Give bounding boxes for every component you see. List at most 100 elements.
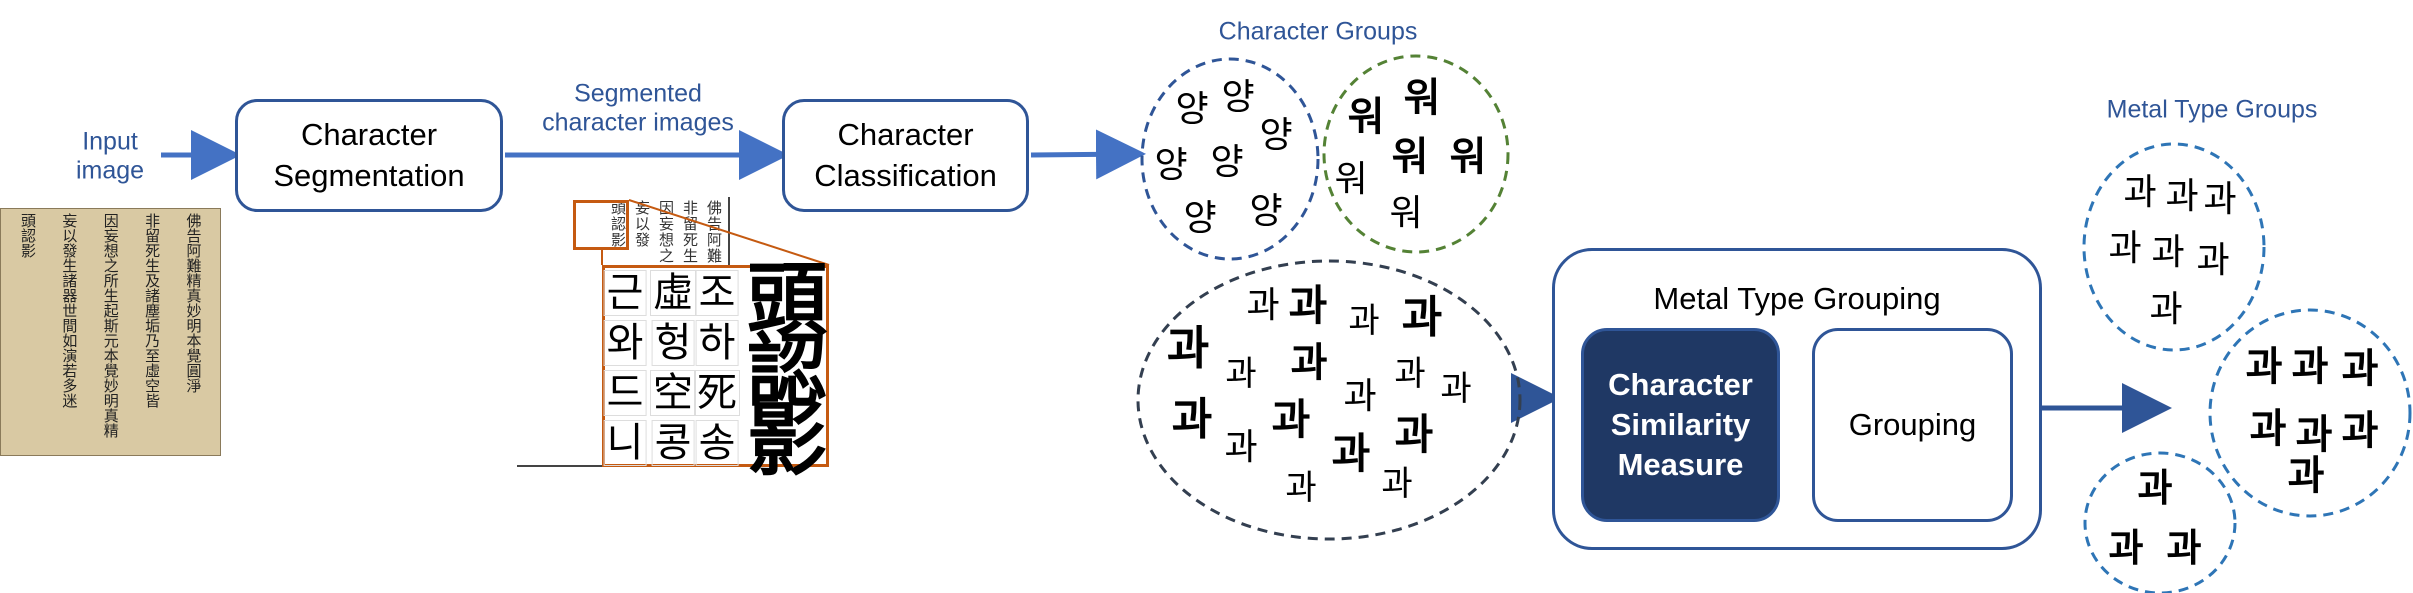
glyph-gwa: 과 [1271, 395, 1311, 444]
page-column: 佛告阿難 [705, 200, 723, 264]
glyph-gwa: 과 [1381, 464, 1413, 504]
scan-column: 佛告阿難精真妙明本覺圓淨 [184, 213, 203, 393]
glyph-gwa: 과 [1225, 354, 1257, 394]
glyph-gwa-metal-2: 과 [2245, 344, 2283, 390]
glyph-wi: 워 [1389, 193, 1423, 234]
glyph-gwa-metal-2: 과 [2291, 344, 2329, 390]
segmented-large-char: 認 [747, 324, 827, 418]
group-circle-wi [1322, 54, 1510, 254]
glyph-gwa: 과 [1224, 427, 1258, 468]
segmented-char: 空 [650, 370, 696, 416]
glyph-gwa-metal-1: 과 [2149, 289, 2183, 330]
group-circle-yang [1140, 57, 1320, 261]
glyph-gwa-metal-1: 과 [2203, 179, 2237, 220]
metal-group-circle-2 [2208, 308, 2412, 518]
glyph-gwa-metal-3: 과 [2166, 526, 2202, 570]
segmented-label-line2: character images [542, 108, 734, 136]
glyph-gwa-metal-1: 과 [2151, 232, 2185, 273]
glyph-wi: 워 [1347, 94, 1385, 140]
glyph-gwa: 과 [1246, 285, 1280, 326]
glyph-gwa: 과 [1171, 394, 1213, 445]
segmented-large-char: 影 [747, 393, 827, 487]
glyph-gwa-metal-2: 과 [2287, 453, 2325, 499]
similarity-line3: Measure [1617, 447, 1744, 483]
segmentation-line1: Character [300, 117, 438, 153]
grouping-box: Grouping [1812, 328, 2013, 522]
segmented-char: 근 [603, 270, 647, 316]
segmented-char: 와 [603, 320, 647, 366]
segmented-large-char: 頭 [747, 253, 827, 347]
segmentation-line2: Segmentation [273, 157, 465, 193]
glyph-gwa-metal-1: 과 [2123, 172, 2157, 213]
segmented-char: 虛 [650, 270, 696, 316]
glyph-gwa-metal-2: 과 [2341, 408, 2379, 454]
segmented-char: 헝 [651, 320, 695, 366]
glyph-gwa-metal-2: 과 [2341, 346, 2379, 392]
glyph-gwa-metal-1: 과 [2196, 240, 2230, 281]
glyph-yang: 양 [1210, 142, 1244, 183]
metal-group-circle-3 [2083, 451, 2237, 593]
segmented-char: 드 [603, 370, 647, 416]
glyph-gwa: 과 [1290, 340, 1328, 386]
glyph-gwa: 과 [1401, 292, 1443, 343]
glyph-wi: 워 [1391, 134, 1429, 180]
glyph-gwa: 과 [1166, 321, 1210, 375]
group-circle-gwa [1136, 259, 1522, 541]
glyph-yang: 양 [1259, 115, 1293, 156]
metal-type-grouping-title: Metal Type Grouping [1653, 281, 1941, 316]
page-column: 非留死生 [681, 200, 699, 264]
glyph-gwa-metal-3: 과 [2137, 466, 2173, 510]
glyph-gwa: 과 [1394, 410, 1434, 459]
arrow-classification-to-groups [1030, 129, 1146, 180]
scan-column: 妄以發生諸器世間如演若多迷 [60, 213, 79, 408]
scan-column: 非留死生及諸塵垢乃至虛空皆 [143, 213, 162, 408]
glyph-gwa-metal-2: 과 [2295, 412, 2333, 458]
input-label-line1: Input [82, 127, 138, 156]
glyph-wi: 워 [1403, 75, 1441, 121]
input-image-label: Input image [76, 127, 144, 185]
glyph-yang: 양 [1221, 77, 1255, 118]
glyph-gwa: 과 [1394, 354, 1426, 394]
glyph-gwa: 과 [1348, 301, 1380, 341]
scan-column: 頭認影 [18, 213, 37, 258]
grouping-label: Grouping [1848, 406, 1977, 442]
glyph-gwa: 과 [1440, 369, 1472, 409]
character-groups-label: Character Groups [1218, 17, 1418, 46]
similarity-line1: Character [1608, 366, 1753, 402]
glyph-gwa-metal-3: 과 [2108, 526, 2144, 570]
glyph-gwa: 과 [1288, 281, 1328, 330]
segmented-char: 콩 [651, 420, 695, 466]
glyph-gwa: 과 [1343, 376, 1377, 417]
classification-line2: Classification [814, 157, 997, 193]
segmented-char: 조 [695, 270, 739, 316]
glyph-gwa-metal-1: 과 [2108, 228, 2142, 269]
page-column: 頭認影 [609, 200, 627, 248]
segmented-char: 니 [603, 420, 647, 466]
segmented-label-line1: Segmented [574, 79, 702, 108]
glyph-gwa: 과 [1331, 429, 1371, 478]
zoom-connector-lines [601, 199, 830, 266]
page-column: 妄以發 [633, 200, 651, 248]
metal-type-groups-label: Metal Type Groups [2106, 95, 2318, 124]
segmented-char: 死 [694, 370, 740, 416]
input-document-image: 佛告阿難精真妙明本覺圓淨 非留死生及諸塵垢乃至虛空皆 因妄想之所生起斯元本覺妙明… [0, 208, 221, 456]
segmented-images-label: Segmented character images [542, 79, 734, 137]
segmented-characters-zoom: 근 와 드 니 虛 헝 空 콩 조 하 死 송 頭 認 影 [602, 260, 829, 480]
page-column: 因妄想之 [657, 200, 675, 264]
glyph-wi: 워 [1449, 134, 1487, 180]
similarity-line2: Similarity [1610, 406, 1751, 442]
glyph-yang: 양 [1175, 89, 1209, 130]
glyph-yang: 양 [1249, 191, 1283, 232]
glyph-gwa: 과 [1285, 468, 1317, 508]
crop-source-marker [573, 200, 629, 250]
glyph-wi: 워 [1334, 159, 1368, 200]
scan-column: 因妄想之所生起斯元本覺妙明真精 [101, 213, 120, 438]
glyph-yang: 양 [1183, 198, 1217, 239]
glyph-yang: 양 [1154, 145, 1188, 186]
segmented-char: 하 [695, 320, 739, 366]
segmented-char: 송 [695, 420, 739, 466]
classification-line1: Character [837, 117, 974, 153]
